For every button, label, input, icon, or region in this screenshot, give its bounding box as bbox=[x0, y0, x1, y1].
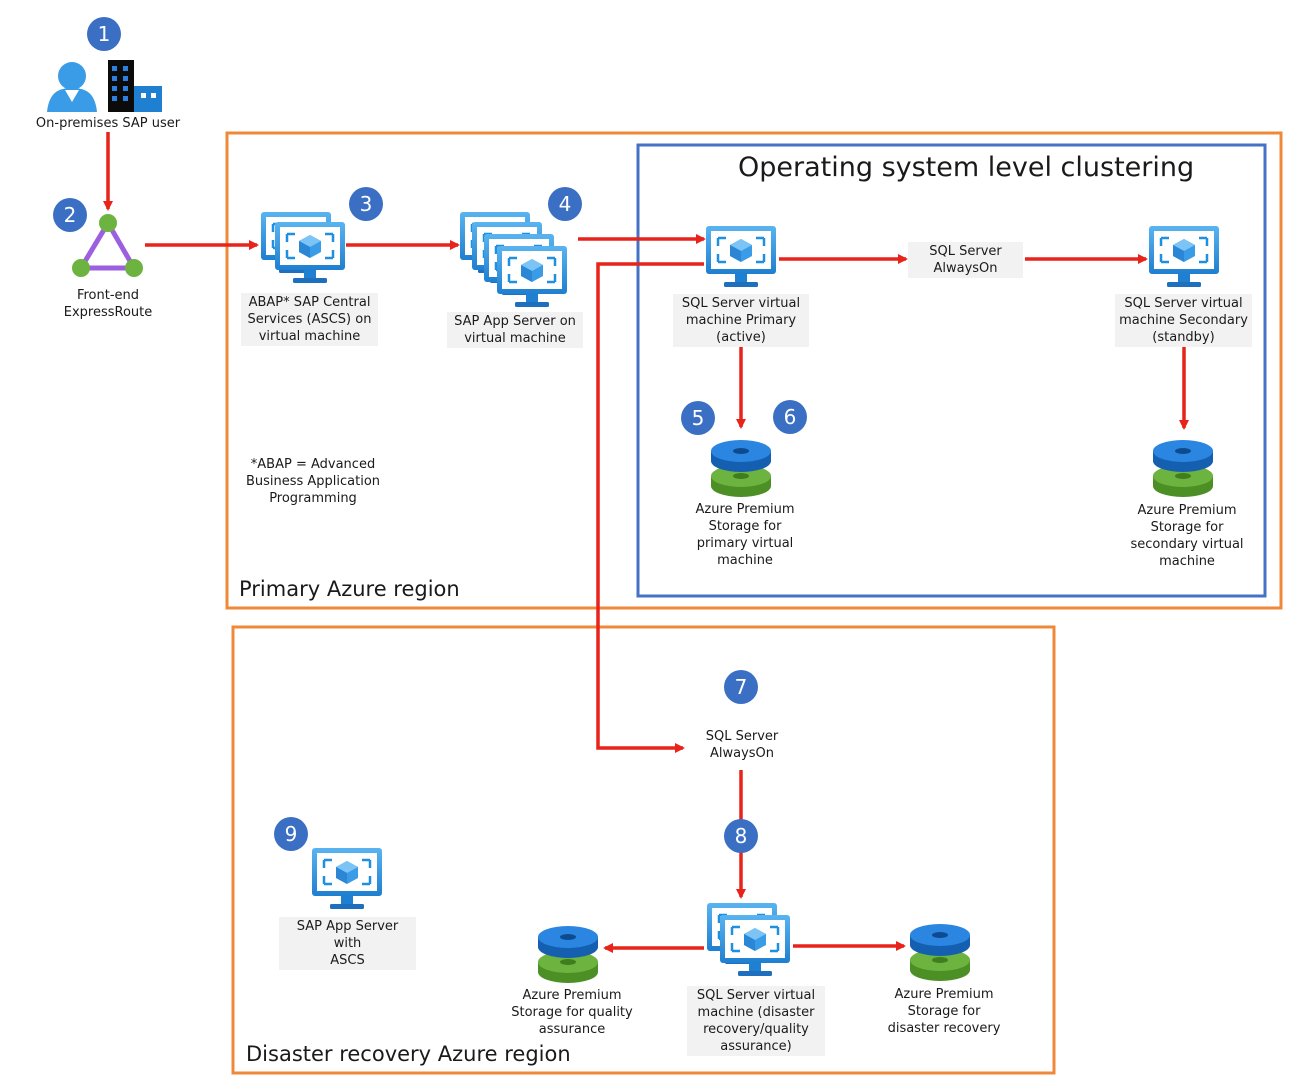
step-badge-7: 7 bbox=[724, 670, 758, 704]
step-badge-number: 6 bbox=[784, 405, 797, 429]
cluster-box bbox=[636, 143, 1267, 598]
step-badge-number: 9 bbox=[285, 822, 298, 846]
virtual-machine-icon-sql-dr bbox=[705, 901, 792, 978]
managed-disk-icon-qa bbox=[538, 926, 598, 983]
sql-secondary-label: SQL Server virtual machine Secondary (st… bbox=[1115, 294, 1252, 347]
virtual-machine-icon-app-ascs bbox=[310, 846, 384, 911]
app-server-ascs-label: SAP App Server with ASCS bbox=[279, 917, 416, 970]
storage-dr-label: Azure Premium Storage for disaster recov… bbox=[887, 987, 1001, 1036]
alwayson-label: SQL Server AlwaysOn bbox=[908, 242, 1023, 278]
cluster-title: Operating system level clustering bbox=[738, 152, 1195, 183]
storage-primary-label: Azure Premium Storage for primary virtua… bbox=[695, 502, 795, 568]
dr-alwayson-label: SQL Server AlwaysOn bbox=[705, 729, 779, 761]
step-badge-number: 4 bbox=[559, 192, 572, 216]
step-badge-1: 1 bbox=[87, 17, 121, 51]
sql-primary-label: SQL Server virtual machine Primary (acti… bbox=[673, 294, 809, 347]
managed-disk-icon-secondary bbox=[1153, 440, 1213, 497]
virtual-machine-icon-app bbox=[458, 210, 569, 309]
step-badge-number: 7 bbox=[735, 675, 748, 699]
dr-region-box bbox=[231, 625, 1056, 1075]
step-badge-4: 4 bbox=[548, 187, 582, 221]
step-badge-number: 5 bbox=[692, 406, 705, 430]
primary-region-box bbox=[225, 131, 1283, 610]
step-badge-8: 8 bbox=[724, 819, 758, 853]
virtual-machine-icon-ascs bbox=[259, 210, 347, 285]
step-badge-number: 8 bbox=[735, 824, 748, 848]
primary-region-title: Primary Azure region bbox=[239, 577, 460, 601]
abap-note: *ABAP = Advanced Business Application Pr… bbox=[245, 457, 381, 506]
step-badge-5: 5 bbox=[681, 401, 715, 435]
expressroute-icon bbox=[72, 214, 143, 277]
step-badge-number: 1 bbox=[98, 22, 111, 46]
expressroute-label: Front-end ExpressRoute bbox=[63, 288, 153, 320]
virtual-machine-icon-sql-secondary bbox=[1147, 224, 1221, 289]
building-icon bbox=[108, 60, 162, 112]
storage-secondary-label: Azure Premium Storage for secondary virt… bbox=[1130, 503, 1244, 569]
app-server-label: SAP App Server on virtual machine bbox=[447, 312, 583, 348]
virtual-machine-icon-sql-primary bbox=[704, 224, 778, 289]
storage-qa-label: Azure Premium Storage for quality assura… bbox=[511, 988, 633, 1037]
step-badge-6: 6 bbox=[773, 400, 807, 434]
managed-disk-icon-primary bbox=[711, 440, 771, 497]
step-badge-3: 3 bbox=[349, 187, 383, 221]
step-badge-number: 3 bbox=[360, 192, 373, 216]
user-icon bbox=[47, 62, 97, 112]
onprem-user-label: On-premises SAP user bbox=[35, 116, 181, 131]
managed-disk-icon-dr bbox=[910, 924, 970, 981]
step-badge-2: 2 bbox=[53, 198, 87, 232]
step-badge-number: 2 bbox=[64, 203, 77, 227]
dr-region-title: Disaster recovery Azure region bbox=[246, 1042, 571, 1066]
ascs-label: ABAP* SAP Central Services (ASCS) on vir… bbox=[241, 293, 378, 346]
arrow-primary-to-dr-alwayson bbox=[596, 262, 704, 753]
step-badge-9: 9 bbox=[274, 817, 308, 851]
sql-dr-label: SQL Server virtual machine (disaster rec… bbox=[687, 986, 825, 1056]
badges: 1 2 3 4 5 6 7 8 9 bbox=[53, 17, 807, 853]
